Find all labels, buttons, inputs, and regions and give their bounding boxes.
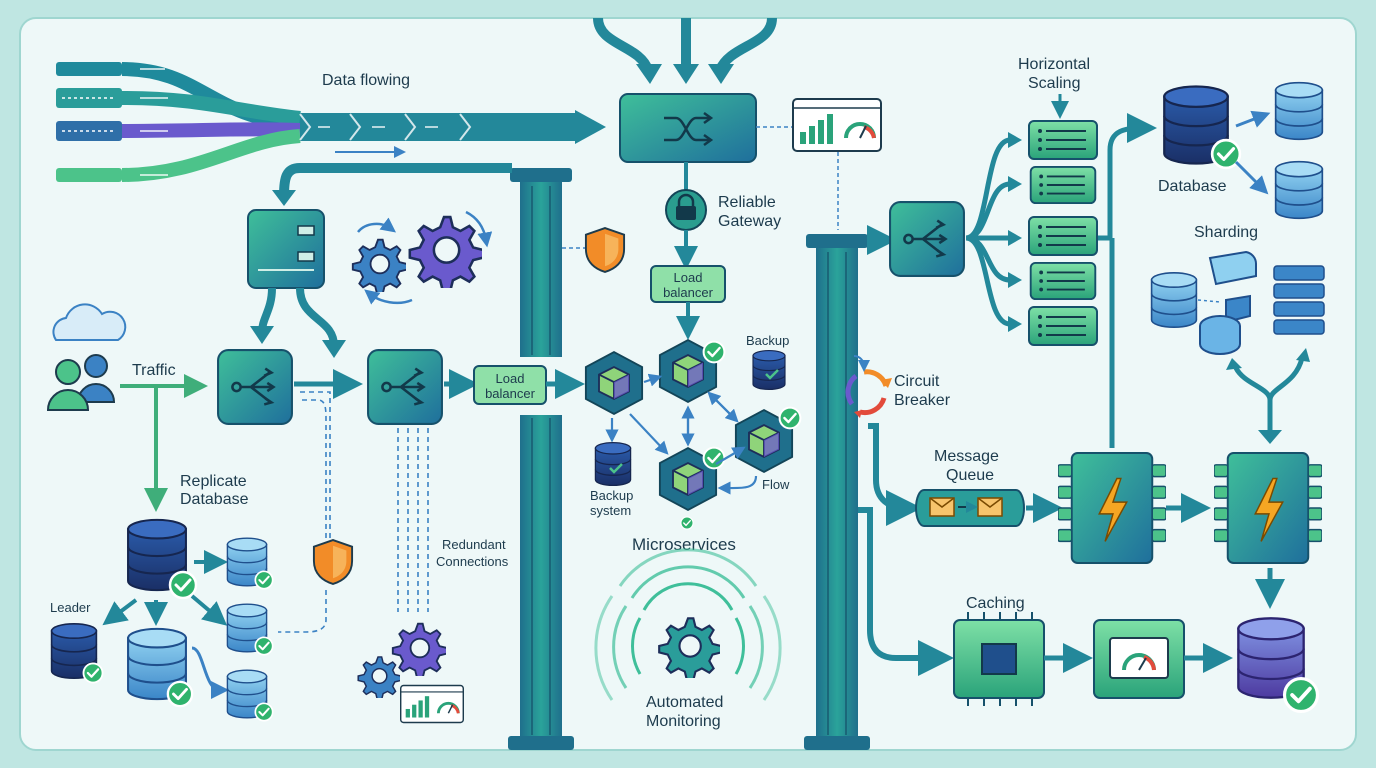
check-icon [254,636,274,656]
sharding-label: Sharding [1194,224,1258,241]
pillar-left [508,168,574,750]
cache-chip-icon [953,612,1045,706]
scaling-branches [965,137,1011,327]
message-queue-icon [915,489,1025,527]
cache-gauge-icon [1093,619,1185,699]
server-icon-1 [1028,120,1098,160]
redundant-connection-lines [278,391,429,633]
processor-chip-2 [1214,452,1322,564]
lock-icon [665,189,707,231]
horizontal-scaling-label-2: Scaling [1028,75,1080,92]
redundant-label-1: Redundant [442,537,506,552]
reliable-gateway-label-1: Reliable [718,194,776,211]
replicate-label-1: Replicate [180,473,247,490]
data-flowing-streams [56,62,606,182]
check-icon [82,662,104,684]
gears-icon [351,210,493,305]
lb-mid-label-1: Load [496,371,525,386]
shield-icon-lower [312,539,354,585]
database-replica-top-2 [1274,160,1324,220]
horizontal-scaling-label-1: Horizontal [1018,56,1090,73]
check-icon [702,446,726,470]
check-icon [1282,676,1320,714]
leader-label: Leader [50,600,91,615]
microservices-label: Microservices [632,535,736,554]
router-icon-3 [888,200,966,278]
dashboard-icon-lower [400,684,464,724]
traffic-label: Traffic [132,362,176,379]
processor-chip-1 [1058,452,1166,564]
monitoring-icon [594,548,782,701]
shield-icon [584,227,626,273]
backup-system-label-1: Backup [590,488,633,503]
gateway-router [619,93,757,163]
automated-label-1: Automated [646,694,723,711]
dashboard-icon [792,98,882,152]
circuit-breaker-label-2: Breaker [894,392,951,409]
flow-label: Flow [762,477,790,492]
check-icon [168,570,198,600]
circuit-breaker-label-1: Circuit [894,373,940,390]
backup-database-icon [752,350,786,390]
check-icon [680,516,694,530]
redundant-label-2: Connections [436,554,509,569]
backup-system-label-2: system [590,503,631,518]
caching-label: Caching [966,595,1025,612]
incoming-arrows [593,17,777,73]
database-replica-top-1 [1274,81,1324,141]
message-queue-label-2: Queue [946,467,994,484]
server-icon-4 [1029,262,1097,300]
check-icon [702,340,726,364]
sharding-icons [1150,250,1325,355]
circuit-breaker-icon [845,355,892,418]
check-icon [254,702,274,722]
lb-top-label-1: Load [674,270,703,285]
server-icon-2 [1029,166,1097,204]
database-label: Database [1158,178,1227,195]
lb-mid-label-2: balancer [485,386,536,401]
router-icon-2 [366,348,444,426]
processor-box [247,209,325,289]
reliable-gateway-label-2: Gateway [718,213,781,230]
users-icon [46,354,116,411]
pillar-right [804,234,870,750]
router-icon-1 [216,348,294,426]
replicate-label-2: Database [180,491,249,508]
backup-system-icon [594,442,632,486]
check-icon [778,406,802,430]
gear-icon-lower-2 [391,622,446,676]
check-icon [254,570,274,590]
data-flowing-label: Data flowing [322,72,410,89]
check-icon [166,680,194,708]
backup-label: Backup [746,333,789,348]
microservices-cluster [584,339,802,530]
gear-icon-lower-1 [357,656,400,698]
server-icon-3 [1028,216,1098,256]
lb-top-label-2: balancer [663,285,714,300]
cloud-icon [52,303,127,341]
message-queue-label-1: Message [934,448,999,465]
server-icon-5 [1028,306,1098,346]
automated-label-2: Monitoring [646,713,721,730]
